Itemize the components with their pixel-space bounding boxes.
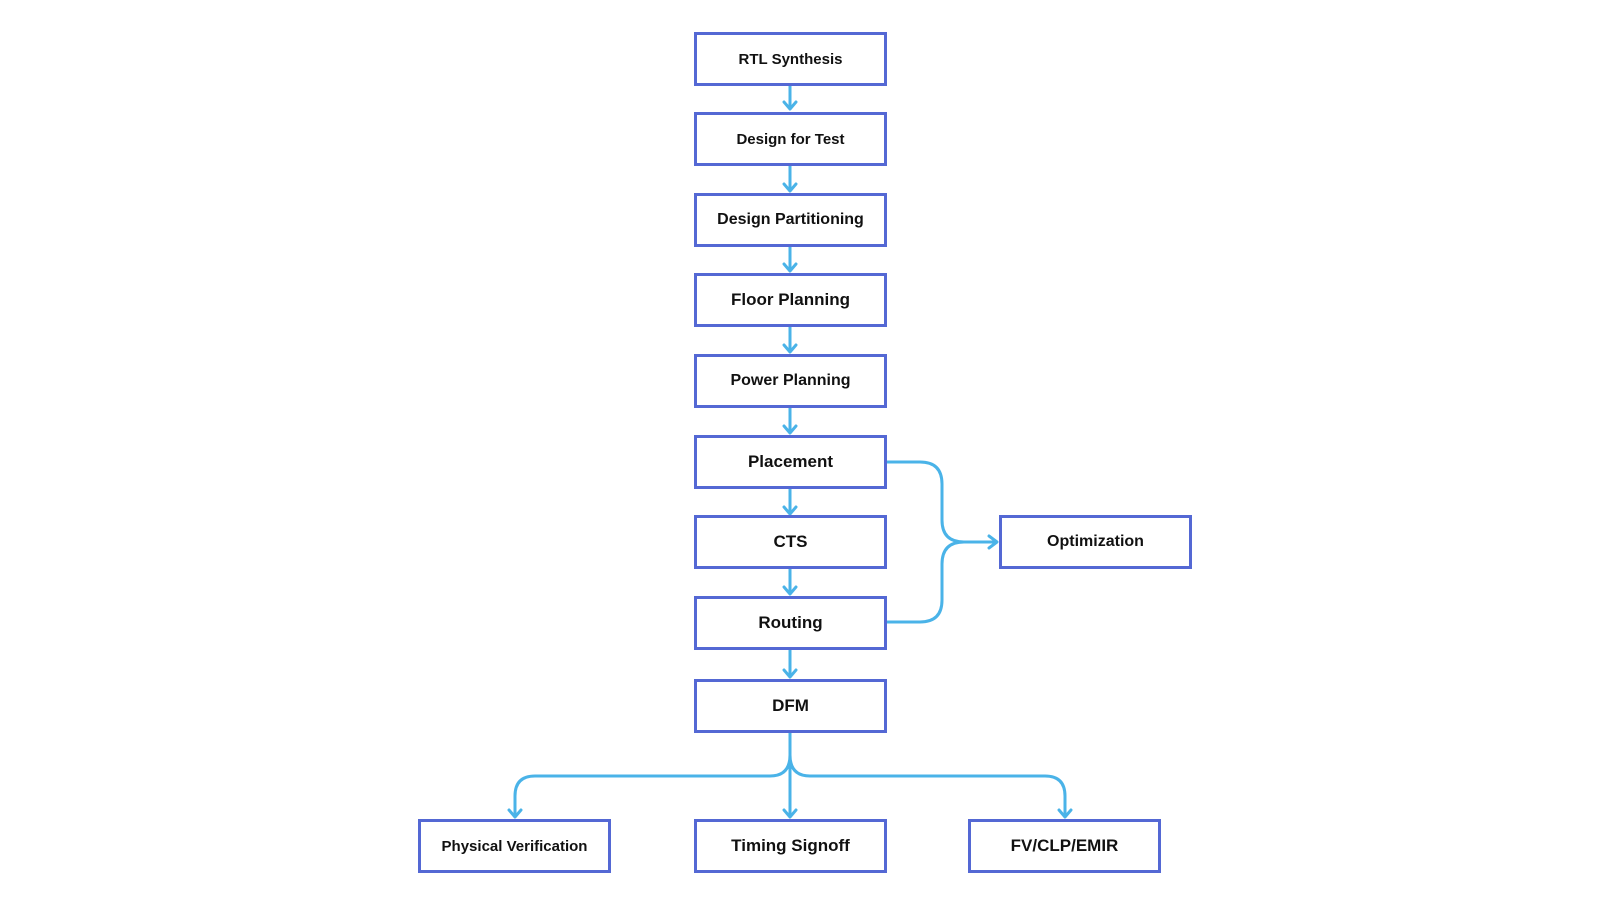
node-dfm-label: DFM [772, 696, 809, 715]
arrowhead-power-planning [782, 343, 798, 354]
node-routing-label: Routing [758, 613, 823, 632]
node-power-planning: Power Planning [694, 354, 887, 408]
node-design-for-test-label: Design for Test [736, 130, 845, 148]
arrowhead-physical-verification [507, 808, 523, 819]
node-cts-label: CTS [773, 532, 808, 551]
node-rtl-synthesis: RTL Synthesis [694, 32, 887, 86]
node-physical-verification: Physical Verification [418, 819, 611, 873]
arrowhead-placement [782, 424, 798, 435]
node-physical-verification-label: Physical Verification [441, 837, 588, 855]
node-optimization-label: Optimization [1047, 533, 1144, 550]
arrowhead-design-for-test [782, 100, 798, 111]
edge-dfm-to-fv-clp-emir [788, 753, 1067, 818]
node-design-partitioning-label: Design Partitioning [717, 211, 864, 228]
node-floor-planning: Floor Planning [694, 273, 887, 327]
arrowhead-dfm [782, 668, 798, 679]
arrowhead-design-partitioning [782, 182, 798, 193]
edge-placement-to-optimization [885, 460, 998, 544]
node-fv-clp-emir-label: FV/CLP/EMIR [1010, 836, 1119, 855]
node-fv-clp-emir: FV/CLP/EMIR [968, 819, 1161, 873]
arrowhead-fv-clp-emir [1057, 808, 1073, 819]
arrowhead-optimization [987, 534, 999, 550]
node-design-partitioning: Design Partitioning [694, 193, 887, 247]
arrowhead-timing-signoff [782, 808, 798, 819]
arrowhead-floor-planning [782, 262, 798, 273]
node-cts: CTS [694, 515, 887, 569]
node-timing-signoff: Timing Signoff [694, 819, 887, 873]
node-placement: Placement [694, 435, 887, 489]
node-timing-signoff-label: Timing Signoff [731, 836, 850, 855]
arrowhead-cts [782, 505, 798, 516]
node-optimization: Optimization [999, 515, 1192, 569]
edge-dfm-to-physical-verification [513, 731, 792, 818]
arrowhead-routing [782, 585, 798, 596]
node-floor-planning-label: Floor Planning [731, 290, 850, 309]
node-dfm: DFM [694, 679, 887, 733]
node-routing: Routing [694, 596, 887, 650]
node-design-for-test: Design for Test [694, 112, 887, 166]
edge-routing-to-optimization [885, 540, 966, 624]
node-rtl-synthesis-label: RTL Synthesis [738, 50, 843, 68]
node-power-planning-label: Power Planning [730, 372, 851, 389]
node-placement-label: Placement [747, 452, 834, 471]
